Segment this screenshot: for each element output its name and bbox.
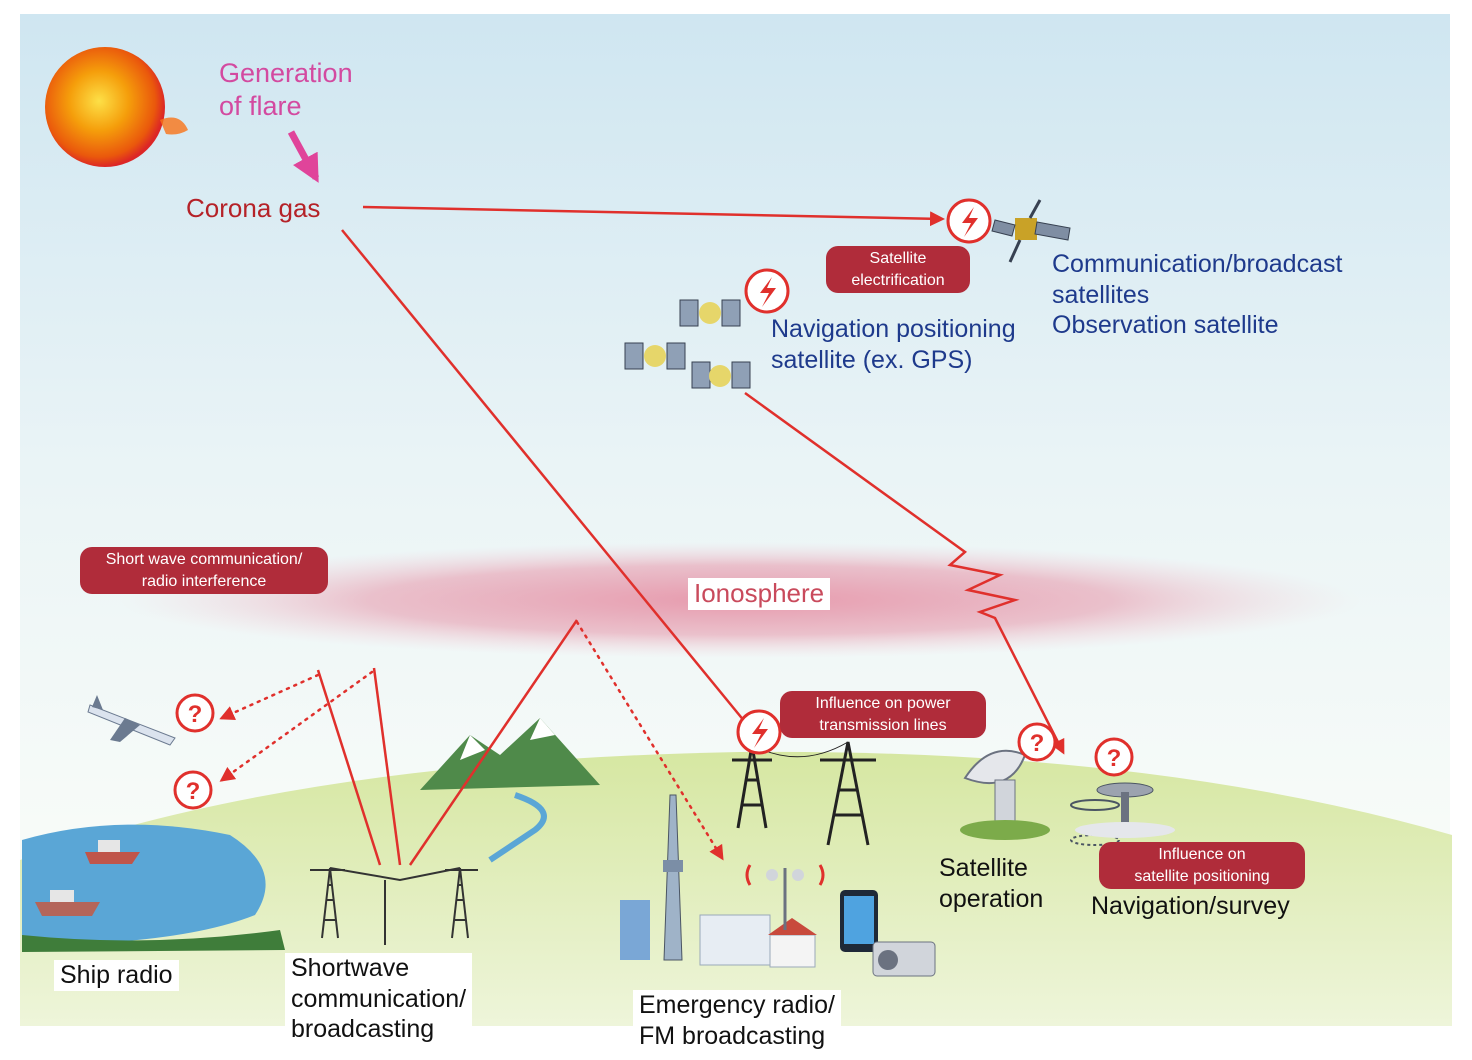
generation-of-flare-label: Generation of flare bbox=[219, 58, 353, 121]
question-mark-circle-icon: ? bbox=[173, 770, 213, 810]
corona-gas-label: Corona gas bbox=[186, 193, 321, 223]
tv-tower-icon bbox=[663, 794, 683, 961]
satellite-electrification-badge: Satellite electrification bbox=[826, 246, 970, 294]
satellite-operation-label: Satellite operation bbox=[939, 854, 1044, 913]
question-mark-circle-icon: ? bbox=[175, 693, 215, 733]
satellite-positioning-badge: Influence on satellite positioning bbox=[1099, 842, 1305, 890]
comm-broadcast-satellites-label: Communication/broadcast satellites Obser… bbox=[1052, 250, 1343, 339]
navigation-survey-label: Navigation/survey bbox=[1091, 892, 1290, 920]
smartphone-icon bbox=[840, 890, 878, 952]
question-mark-circle-icon: ? bbox=[1017, 722, 1057, 762]
svg-text:?: ? bbox=[1030, 730, 1045, 757]
disrupted-rays bbox=[219, 620, 724, 861]
shortwave-antenna-icon bbox=[310, 867, 478, 945]
lightning-bolt-circle-icon bbox=[736, 709, 782, 755]
gps-satellite-icon bbox=[624, 299, 751, 389]
svg-text:?: ? bbox=[188, 701, 203, 728]
ship-radio-label: Ship radio bbox=[54, 960, 179, 991]
loudspeaker-icon bbox=[745, 864, 825, 930]
mountains bbox=[420, 718, 600, 790]
arrow-gps-scintillation bbox=[744, 391, 1065, 755]
satellite-dish-icon bbox=[960, 749, 1050, 840]
ionosphere-label: Ionosphere bbox=[688, 578, 831, 610]
svg-text:?: ? bbox=[1107, 745, 1122, 772]
shortwave-ray-1 bbox=[316, 669, 382, 866]
question-mark-circle-icon: ? bbox=[1094, 737, 1134, 777]
short-wave-interference-badge: Short wave communication/ radio interfer… bbox=[80, 547, 328, 595]
river bbox=[488, 792, 547, 863]
arrow-corona-to-satellite bbox=[362, 205, 945, 227]
airplane-icon bbox=[87, 695, 176, 746]
shore-trees bbox=[22, 930, 285, 952]
navigation-satellite-label: Navigation positioning satellite (ex. GP… bbox=[771, 315, 1016, 374]
communication-satellite-icon bbox=[991, 199, 1071, 263]
shortwave-label: Shortwave communication/ broadcasting bbox=[285, 953, 473, 1045]
svg-text:?: ? bbox=[186, 778, 201, 805]
power-lines-badge: Influence on power transmission lines bbox=[780, 691, 986, 739]
gnss-antenna-icon bbox=[1070, 782, 1175, 846]
shortwave-ray-2 bbox=[372, 667, 402, 866]
lightning-bolt-circle-icon bbox=[946, 198, 992, 244]
emergency-radio-label: Emergency radio/ FM broadcasting bbox=[633, 990, 841, 1051]
radio-icon bbox=[872, 941, 936, 977]
lightning-bolt-circle-icon bbox=[744, 268, 790, 314]
influence-arrows bbox=[316, 205, 1065, 866]
arrow-corona-to-ground bbox=[341, 229, 746, 723]
sun-icon bbox=[45, 47, 188, 167]
observation-satellite-label: Observation satellite bbox=[1052, 311, 1279, 339]
ship-icon bbox=[35, 840, 140, 916]
flare-arrow bbox=[287, 130, 320, 183]
city-buildings bbox=[620, 900, 817, 968]
shortwave-ray-3 bbox=[408, 619, 579, 866]
